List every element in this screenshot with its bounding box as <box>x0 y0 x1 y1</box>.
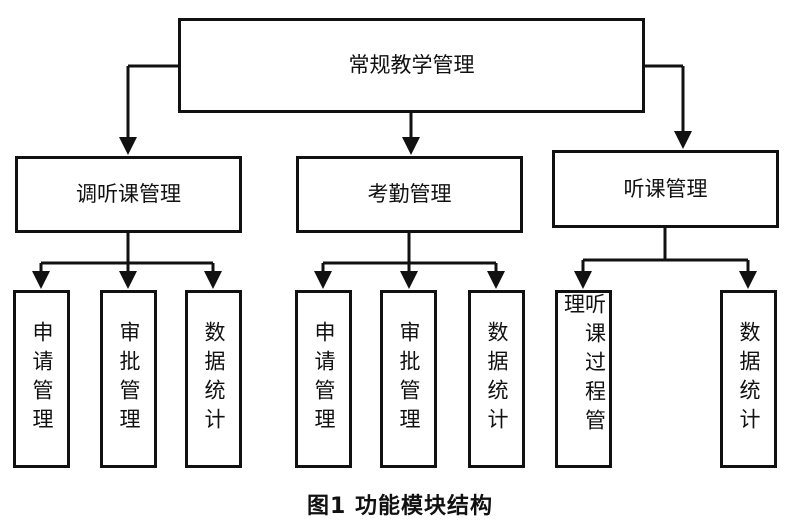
leaf-node-1-3: 数据统计 <box>185 290 242 468</box>
figure-caption: 图1 功能模块结构 <box>307 494 493 519</box>
branch-node-1: 调听课管理 <box>15 156 242 233</box>
leaf-node-1-2-label: 审批管理 <box>117 321 141 437</box>
root-node: 常规教学管理 <box>178 18 645 113</box>
branch-node-3: 听课管理 <box>552 150 779 228</box>
leaf-node-1-2: 审批管理 <box>100 290 157 468</box>
root-node-label: 常规教学管理 <box>348 53 475 77</box>
leaf-node-3-2: 数据统计 <box>720 290 777 468</box>
leaf-node-2-1: 申请管理 <box>295 290 352 468</box>
leaf-node-2-2-label: 审批管理 <box>397 321 421 437</box>
branch-node-1-label: 调听课管理 <box>76 182 181 206</box>
leaf-node-2-1-label: 申请管理 <box>312 321 336 437</box>
branch-node-3-label: 听课管理 <box>623 176 708 201</box>
leaf-node-2-3-label: 数据统计 <box>485 321 509 437</box>
leaf-node-2-2: 审批管理 <box>380 290 437 468</box>
leaf-node-1-1: 申请管理 <box>13 290 70 468</box>
leaf-node-3-1-label: 听课过程管理 <box>561 293 607 438</box>
leaf-node-1-1-label: 申请管理 <box>30 321 54 437</box>
branch-node-2: 考勤管理 <box>296 156 523 233</box>
leaf-node-3-2-label: 数据统计 <box>737 321 761 437</box>
leaf-node-1-3-label: 数据统计 <box>202 321 226 437</box>
leaf-node-3-1: 听课过程管理 <box>555 290 612 468</box>
branch-node-2-label: 考勤管理 <box>367 182 452 206</box>
leaf-node-2-3: 数据统计 <box>468 290 525 468</box>
